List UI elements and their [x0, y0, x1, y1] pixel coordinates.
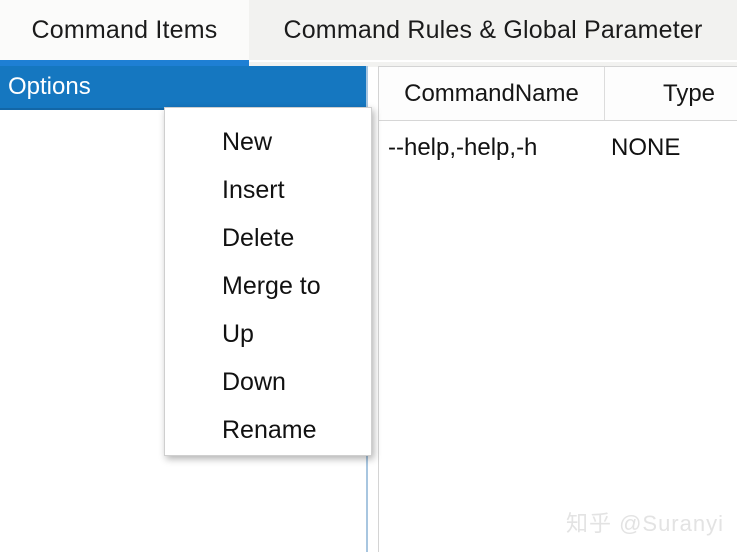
active-tab-indicator — [0, 60, 249, 67]
tab-command-items-label: Command Items — [31, 15, 218, 44]
column-header-commandname[interactable]: CommandName — [379, 67, 605, 120]
tab-underline-filler — [249, 62, 737, 67]
tab-command-rules-global-parameter[interactable]: Command Rules & Global Parameter — [249, 0, 737, 60]
options-context-menu: New Insert Delete Merge to Up Down Renam… — [164, 107, 372, 456]
command-table-header: CommandName Type — [379, 67, 737, 121]
tab-command-items[interactable]: Command Items — [0, 0, 249, 60]
options-panel-header[interactable]: Options — [0, 66, 366, 110]
cell-type: NONE — [611, 134, 681, 161]
menu-item-delete[interactable]: Delete — [222, 224, 295, 252]
menu-item-down[interactable]: Down — [222, 368, 286, 396]
command-table-body: --help,-help,-h NONE — [379, 121, 737, 552]
tab-command-rules-global-parameter-label: Command Rules & Global Parameter — [283, 15, 703, 44]
watermark: 知乎 @Suranyi — [565, 511, 724, 536]
menu-item-new[interactable]: New — [222, 128, 273, 156]
column-header-type[interactable]: Type — [663, 79, 716, 107]
menu-item-insert[interactable]: Insert — [222, 176, 285, 204]
menu-item-merge-to[interactable]: Merge to — [222, 272, 321, 300]
menu-item-up[interactable]: Up — [222, 320, 254, 348]
cell-commandname: --help,-help,-h — [388, 134, 538, 161]
options-panel-header-label: Options — [8, 73, 91, 100]
tab-bar: Command Items Command Rules & Global Par… — [0, 0, 737, 60]
menu-item-rename[interactable]: Rename — [222, 416, 317, 444]
command-table-panel: CommandName Type --help,-help,-h NONE — [378, 66, 737, 552]
table-row[interactable]: --help,-help,-h NONE — [379, 121, 737, 175]
